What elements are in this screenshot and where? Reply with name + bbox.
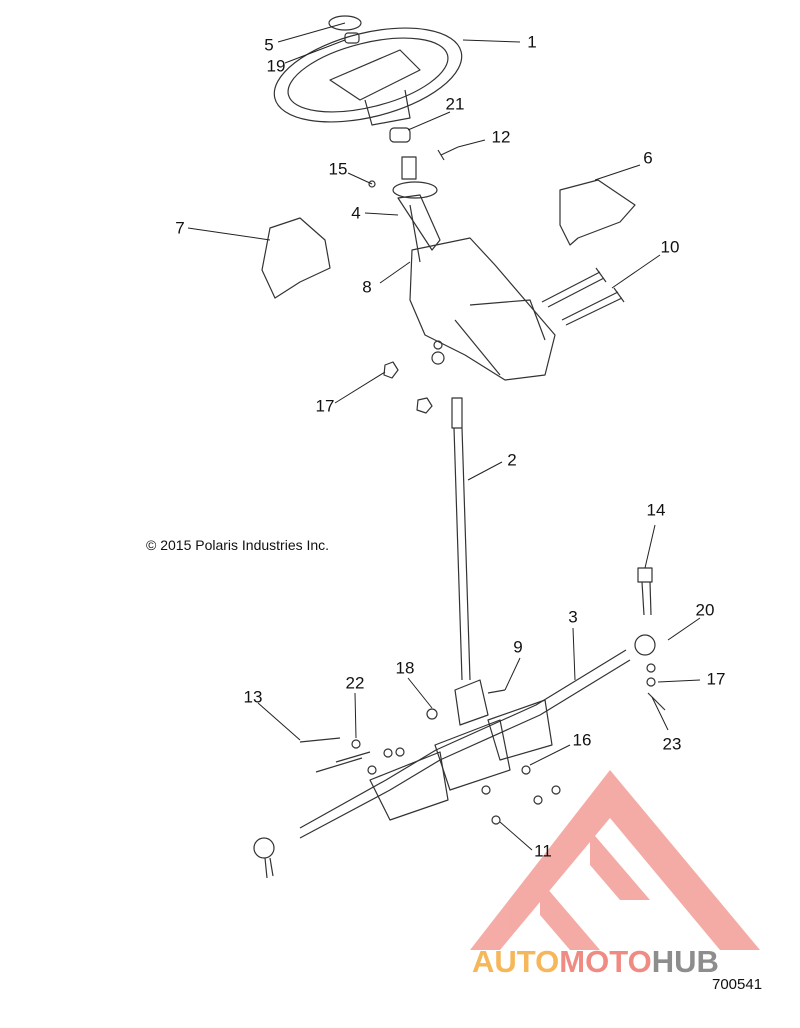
callout-11: 11 — [534, 841, 552, 861]
callout-1: 1 — [527, 32, 537, 52]
callout-10: 10 — [660, 237, 680, 257]
callout-20: 20 — [695, 600, 715, 620]
right-cover — [559, 179, 636, 246]
steering-rack — [253, 634, 656, 879]
steering-column — [392, 156, 556, 381]
bolt-12 — [437, 146, 459, 161]
nut-15 — [368, 180, 376, 188]
bolt-11 — [491, 815, 501, 825]
logo-triangle-icon — [470, 770, 760, 950]
washer-20 — [646, 663, 656, 673]
bushing — [389, 127, 411, 143]
bolt-9 — [487, 689, 506, 694]
callout-7: 7 — [175, 218, 185, 238]
callout-5: 5 — [264, 35, 274, 55]
left-cover — [261, 217, 331, 299]
callout-2: 2 — [507, 450, 517, 470]
callout-17a: 17 — [315, 396, 335, 416]
callout-15: 15 — [328, 159, 348, 179]
callout-23: 23 — [662, 734, 682, 754]
nut-17a — [383, 361, 399, 379]
logo-hub: HUB — [651, 944, 719, 979]
washer-22 — [351, 739, 361, 749]
diagram-number: 700541 — [712, 976, 763, 993]
callout-17b: 17 — [706, 669, 726, 689]
callout-6: 6 — [643, 148, 653, 168]
callout-13: 13 — [243, 687, 263, 707]
callout-4: 4 — [351, 203, 361, 223]
logo-auto: AUTO — [472, 944, 560, 979]
callout-21: 21 — [445, 94, 465, 114]
steering-wheel — [273, 27, 463, 126]
intermediate-shaft — [451, 397, 471, 681]
wheel-nut — [344, 32, 360, 44]
bolt-13 — [299, 737, 341, 743]
horn-cap — [328, 15, 362, 31]
callout-16: 16 — [572, 730, 592, 750]
automotohub-logo: AUTOMOTOHUB — [472, 944, 719, 980]
bolt-13b — [315, 751, 371, 773]
callout-22: 22 — [345, 673, 365, 693]
bolt-10b — [561, 287, 625, 326]
nut-16 — [521, 765, 531, 775]
callout-12: 12 — [491, 127, 511, 147]
callout-18: 18 — [395, 658, 415, 678]
callout-14: 14 — [646, 500, 666, 520]
cotter-pin-23 — [647, 692, 666, 711]
callout-9: 9 — [513, 637, 523, 657]
leader-lines — [187, 22, 701, 851]
copyright-notice: © 2015 Polaris Industries Inc. — [146, 537, 330, 553]
bolt-14 — [637, 567, 653, 616]
callout-8: 8 — [362, 277, 372, 297]
nut-18 — [426, 708, 438, 720]
nut-17b — [416, 397, 433, 414]
logo-moto: MOTO — [559, 944, 652, 979]
callout-19: 19 — [266, 56, 286, 76]
callout-3: 3 — [568, 607, 578, 627]
bolt-10a — [541, 267, 607, 308]
